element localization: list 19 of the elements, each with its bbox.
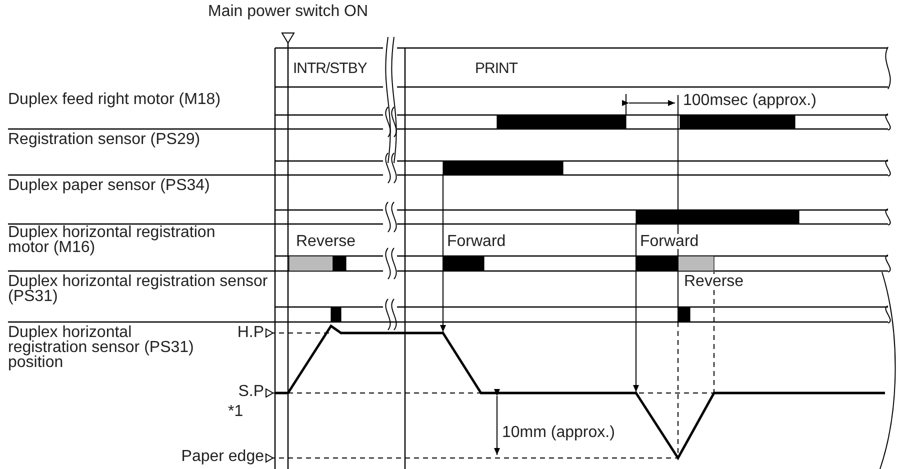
signal-name: Duplex paper sensor (PS34) [8, 178, 211, 193]
signal-name: Duplex horizontal registration sensor (PS31) position [8, 325, 195, 370]
event-label: Main power switch ON [208, 4, 368, 19]
dimension-label: 100msec (approx.) [683, 93, 816, 108]
position-label: S.P [237, 384, 264, 399]
signal-name: Registration sensor (PS29) [8, 132, 202, 147]
position-label: Paper edge [180, 449, 264, 464]
position-label: H.P [236, 325, 264, 340]
state-label: INTR/STBY [293, 61, 367, 76]
note-mark: *1 [228, 404, 244, 419]
state-label: PRINT [475, 61, 518, 76]
direction-label: Forward [640, 234, 699, 249]
signal-name: Duplex horizontal registration motor (M16) [8, 225, 216, 255]
dimension-label: 10mm (approx.) [502, 425, 615, 440]
signal-name: Duplex feed right motor (M18) [8, 92, 222, 107]
signal-name: Duplex horizontal registration sensor (PS31) [8, 274, 269, 304]
direction-label: Reverse [684, 274, 744, 289]
direction-label: Forward [447, 234, 506, 249]
direction-label: Reverse [296, 234, 356, 249]
